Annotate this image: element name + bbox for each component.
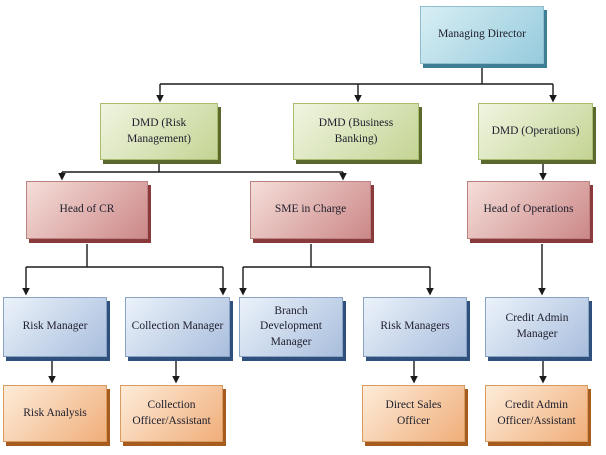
node-label: Collection Manager (131, 320, 224, 333)
connector-arrowhead (538, 288, 546, 296)
node-credit-admin-manager: Credit Admin Manager (485, 297, 589, 357)
node-managing-director: Managing Director (420, 6, 544, 64)
connector-arrowhead (354, 95, 362, 103)
node-risk-manager: Risk Manager (3, 297, 107, 357)
node-collection-officer-assistant: Collection Officer/Assistant (120, 385, 223, 442)
node-dmd-operations: DMD (Operations) (478, 103, 593, 160)
node-collection-manager: Collection Manager (125, 297, 230, 357)
node-label: Risk Analysis (23, 406, 87, 419)
connector-arrowhead (156, 95, 164, 103)
node-label: Risk Manager (22, 320, 88, 333)
connector-arrowhead (339, 173, 347, 181)
connector-line-heads-to-managers (25, 244, 543, 288)
node-label: Managing Director (438, 28, 526, 41)
node-label: Direct Sales Officer (385, 398, 442, 427)
connector-arrowhead (539, 376, 547, 384)
node-label: Collection Officer/Assistant (132, 398, 211, 427)
node-branch-development-manager: Branch Development Manager (239, 297, 343, 357)
connector-arrowhead (219, 288, 227, 296)
node-label: Head of Operations (483, 203, 574, 216)
node-label: Risk Managers (380, 320, 450, 333)
node-dmd-risk-management: DMD (Risk Management) (100, 103, 218, 160)
node-label: DMD (Risk Management) (127, 116, 191, 145)
node-risk-managers: Risk Managers (363, 297, 467, 357)
node-label: Head of CR (59, 203, 115, 216)
node-label: SME in Charge (274, 203, 347, 216)
connector-arrowhead (239, 288, 247, 296)
node-dmd-business-banking: DMD (Business Banking) (293, 103, 419, 160)
connector-arrowhead (426, 288, 434, 296)
node-head-of-operations: Head of Operations (467, 181, 590, 239)
connector-line-md-to-dmds (159, 64, 554, 95)
node-label: DMD (Business Banking) (318, 116, 394, 145)
node-label: Branch Development Manager (260, 304, 322, 348)
connector-arrowhead (549, 95, 557, 103)
node-sme-in-charge: SME in Charge (250, 181, 371, 239)
node-label: Credit Admin Manager (505, 312, 569, 340)
connector-arrowhead (58, 173, 66, 181)
node-risk-analysis: Risk Analysis (3, 385, 107, 442)
connector-arrowhead (410, 376, 418, 384)
connector-line-dmds-to-heads (61, 164, 544, 174)
node-direct-sales-officer: Direct Sales Officer (362, 385, 465, 442)
node-label: DMD (Operations) (491, 124, 580, 137)
node-label: Credit Admin Officer/Assistant (497, 398, 576, 427)
node-head-of-cr: Head of CR (26, 181, 148, 239)
node-credit-admin-officer-assistant: Credit Admin Officer/Assistant (485, 385, 588, 442)
connector-arrowhead (539, 173, 547, 181)
connector-arrowhead (48, 376, 56, 384)
connector-arrowhead (22, 288, 30, 296)
connector-line-managers-to-officers (51, 361, 544, 376)
connector-arrowhead (172, 376, 180, 384)
